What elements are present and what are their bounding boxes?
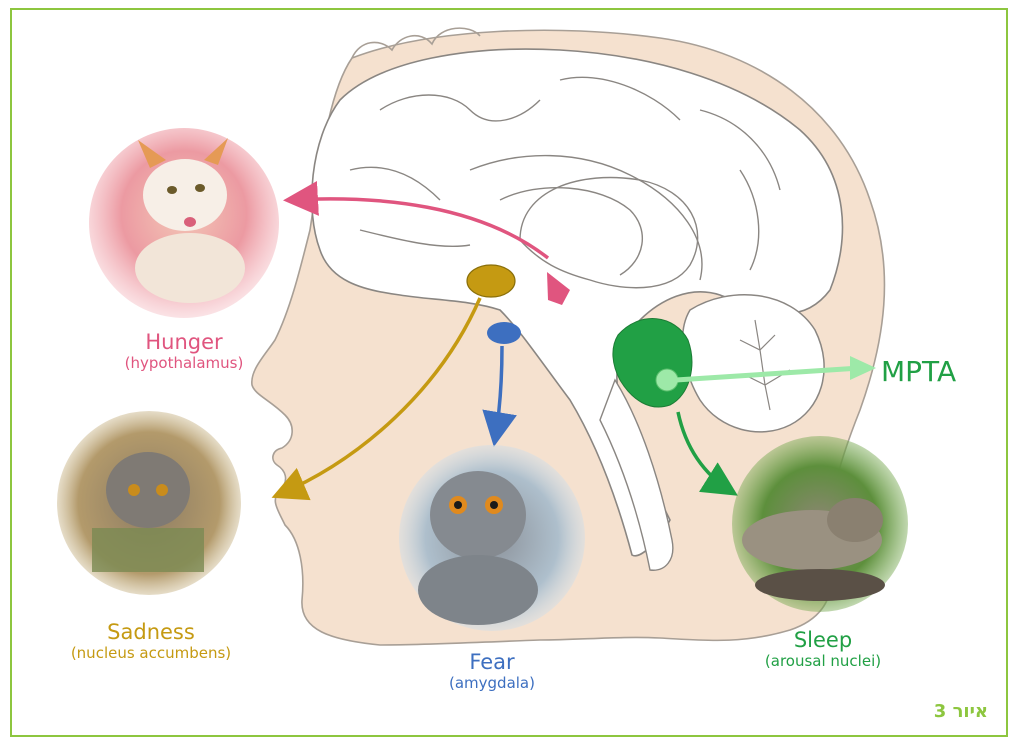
nucleus-accumbens-region — [467, 265, 515, 297]
sleep-label: Sleep (arousal nuclei) — [748, 628, 898, 670]
sadness-title: Sadness — [56, 620, 246, 644]
sadness-region: (nucleus accumbens) — [56, 644, 246, 662]
fear-cat-image — [399, 445, 585, 631]
hunger-region: (hypothalamus) — [114, 354, 254, 372]
sadness-cat-image — [57, 411, 241, 595]
sleep-title: Sleep — [748, 628, 898, 652]
hunger-label: Hunger (hypothalamus) — [114, 330, 254, 372]
fear-region: (amygdala) — [432, 674, 552, 692]
fear-title: Fear — [432, 650, 552, 674]
sadness-label: Sadness (nucleus accumbens) — [56, 620, 246, 662]
mpta-label: MPTA — [881, 355, 956, 388]
fear-label: Fear (amygdala) — [432, 650, 552, 692]
sleep-cat-image — [732, 436, 908, 612]
hunger-cat-image — [89, 128, 279, 318]
sleep-region: (arousal nuclei) — [748, 652, 898, 670]
hunger-title: Hunger — [114, 330, 254, 354]
figure-label: איור 3 — [934, 701, 988, 722]
amygdala-region — [487, 322, 521, 344]
mpta-region — [656, 369, 678, 391]
